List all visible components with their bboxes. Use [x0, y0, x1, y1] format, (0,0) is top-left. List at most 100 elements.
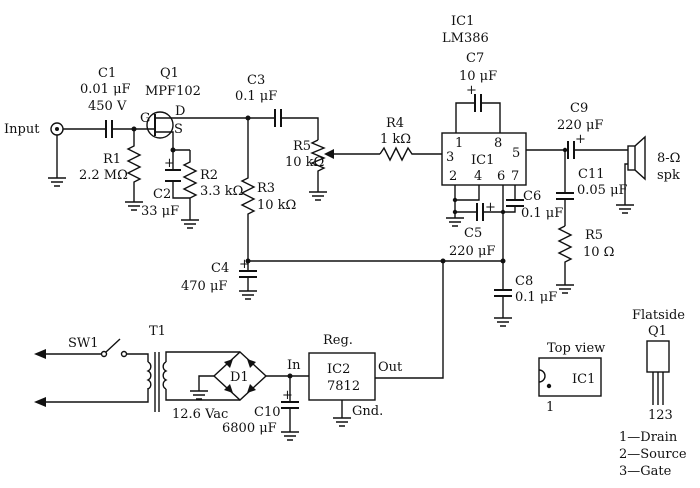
capacitor-c9: + C9 220 μF: [526, 101, 628, 159]
capacitor-c2: + C2 33 μF: [141, 149, 190, 219]
reg-in-label: In: [287, 358, 301, 373]
q1pkg-legend-1: 1—Drain: [619, 430, 678, 445]
regulator-ic2: Reg. IC2 7812 Out Gnd.: [308, 333, 403, 427]
r2-name: R2: [200, 168, 218, 183]
ic1-lm386: IC1 LM386 IC1 1 8 3 5 2 4 6 7: [441, 14, 527, 186]
c9-plus: +: [575, 132, 586, 147]
transformer-t1: T1 12.6 Vac: [146, 324, 240, 422]
d1-label: D1: [230, 370, 249, 385]
c10-plus: +: [282, 388, 293, 403]
c2-value: 33 μF: [141, 204, 179, 219]
topview-ic-label: IC1: [572, 372, 595, 387]
c7-name: C7: [466, 51, 484, 66]
input-jack: Input: [4, 122, 106, 187]
ic2-name: IC2: [327, 362, 350, 377]
r5-pot-value: 10 kΩ: [285, 155, 324, 170]
capacitor-c1: C1 0.01 μF 450 V: [80, 66, 134, 138]
potentiometer-r5: R5 10 kΩ: [285, 139, 380, 201]
c9-name: C9: [570, 101, 588, 116]
c6-value: 0.1 μF: [521, 206, 563, 221]
c4-plus: +: [239, 257, 250, 272]
c1-rating: 450 V: [88, 99, 127, 114]
ic1-ground-network: + C5 220 μF: [446, 185, 503, 259]
c2-plus: +: [164, 156, 175, 171]
c7-plus: +: [466, 83, 477, 98]
ic1-pin8: 8: [494, 136, 502, 151]
resistor-r3: R3 10 kΩ: [240, 118, 296, 261]
r5-pot-name: R5: [293, 139, 311, 154]
ic1-pin6: 6: [497, 169, 505, 184]
q1-gate-label: G: [140, 111, 150, 126]
q1-name: Q1: [160, 66, 179, 81]
q1-package: Flatside Q1 123 1—Drain 2—Source 3—Gate: [619, 308, 687, 479]
jfet-q1: Q1 MPF102 G D S: [134, 66, 201, 150]
c4-value: 470 μF: [181, 279, 227, 294]
wire-reg-out: [375, 261, 444, 379]
topview-title: Top view: [547, 341, 605, 356]
c5-name: C5: [464, 226, 482, 241]
sw1-label: SW1: [68, 336, 99, 351]
q1pkg-legend-2: 2—Source: [619, 447, 687, 462]
r3-name: R3: [257, 181, 275, 196]
c4-name: C4: [211, 261, 229, 276]
reg-title: Reg.: [323, 333, 353, 348]
t1-label: T1: [149, 324, 166, 339]
ic1-pin1: 1: [455, 136, 463, 151]
capacitor-c11: C11 0.05 μF: [556, 150, 628, 226]
resistor-r5-zobel: R5 10 Ω: [556, 225, 614, 294]
ic1-pin2: 2: [449, 169, 457, 184]
c9-value: 220 μF: [557, 118, 603, 133]
ic1-pin7: 7: [511, 169, 519, 184]
r1-name: R1: [103, 152, 121, 167]
r4-value: 1 kΩ: [380, 132, 411, 147]
r5-zobel-value: 10 Ω: [583, 245, 614, 260]
capacitor-c7: + C7 10 μF: [455, 51, 501, 133]
q1pkg-name: Q1: [648, 324, 667, 339]
ic1-pin5: 5: [512, 146, 520, 161]
c1-name: C1: [98, 66, 116, 81]
q1-drain-label: D: [175, 104, 185, 119]
r2-value: 3.3 kΩ: [200, 184, 243, 199]
ic1-body-label: IC1: [471, 153, 494, 168]
capacitor-c6: C6 0.1 μF: [500, 185, 563, 221]
capacitor-c10: + In C10 6800 μF: [222, 358, 301, 441]
q1pkg-pins: 123: [648, 408, 673, 423]
capacitor-c8: C8 0.1 μF: [494, 261, 557, 327]
speaker-label: spk: [657, 168, 680, 183]
bridge-rectifier-d1: D1: [190, 351, 309, 401]
c2-name: C2: [153, 187, 171, 202]
reg-out-label: Out: [378, 360, 403, 375]
r5-zobel-name: R5: [585, 228, 603, 243]
ic1-pin3: 3: [446, 150, 454, 165]
c11-name: C11: [578, 167, 605, 182]
mains-input: SW1: [34, 336, 149, 407]
ic1-top-view: Top view IC1 1: [538, 341, 605, 415]
ic1-part: LM386: [442, 31, 489, 46]
r1-value: 2.2 MΩ: [79, 168, 128, 183]
c3-name: C3: [247, 73, 265, 88]
q1-source-label: S: [174, 122, 183, 137]
secondary-voltage: 12.6 Vac: [172, 407, 228, 422]
c3-value: 0.1 μF: [235, 89, 277, 104]
capacitor-c3: C3 0.1 μF: [235, 73, 319, 140]
ic2-part: 7812: [327, 379, 360, 394]
r4-name: R4: [386, 116, 404, 131]
c6-name: C6: [523, 189, 541, 204]
speaker: 8-Ω spk: [616, 135, 680, 214]
c10-name: C10: [254, 405, 281, 420]
q1-part: MPF102: [145, 84, 201, 99]
resistor-r2: R2 3.3 kΩ: [181, 150, 243, 229]
ic1-pin4: 4: [474, 169, 482, 184]
reg-gnd-label: Gnd.: [352, 404, 383, 419]
resistor-r1: R1 2.2 MΩ: [79, 129, 143, 211]
c10-value: 6800 μF: [222, 421, 277, 436]
c8-value: 0.1 μF: [515, 290, 557, 305]
c1-value: 0.01 μF: [80, 82, 131, 97]
q1pkg-title: Flatside: [632, 308, 685, 323]
resistor-r4: R4 1 kΩ: [379, 116, 442, 162]
c8-name: C8: [515, 274, 533, 289]
topview-pin1: 1: [546, 400, 554, 415]
c5-value: 220 μF: [449, 244, 495, 259]
